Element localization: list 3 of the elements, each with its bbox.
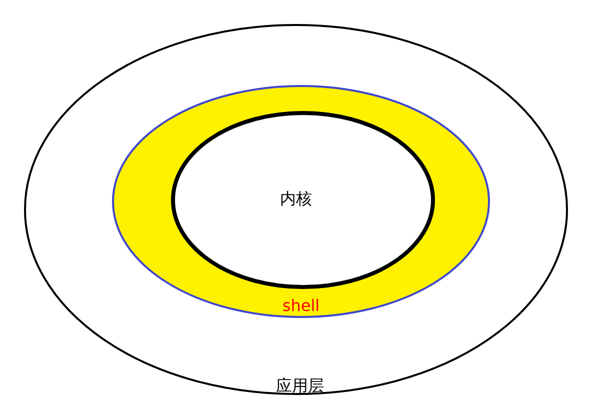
layer-label: 内核 <box>280 190 312 208</box>
layer-label: shell <box>282 297 320 315</box>
layer-label: 应用层 <box>276 377 324 395</box>
